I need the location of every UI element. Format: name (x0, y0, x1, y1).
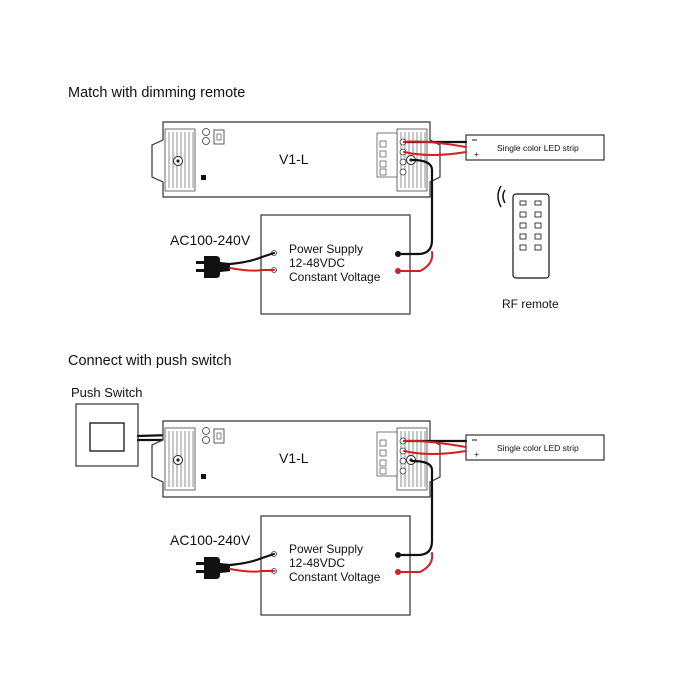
power-supply (260, 214, 411, 315)
power-supply-line3: Constant Voltage (289, 570, 381, 584)
push-switch-label: Push Switch (71, 385, 143, 400)
power-plug-icon (196, 557, 230, 579)
push-switch-icon (75, 403, 139, 467)
power-supply-line2: 12-48VDC (289, 256, 345, 270)
power-supply-line2: 12-48VDC (289, 556, 345, 570)
power-supply-line1: Power Supply (289, 242, 363, 256)
section1-heading: Match with dimming remote (68, 85, 245, 101)
controller-unit (151, 121, 441, 198)
power-supply-line3: Constant Voltage (289, 270, 381, 284)
ac-input-label: AC100-240V (170, 232, 251, 248)
ac-input-label: AC100-240V (170, 532, 251, 548)
led-strip-plus: + (474, 449, 479, 459)
controller-label: V1-L (279, 450, 309, 466)
power-supply-line1: Power Supply (289, 542, 363, 556)
led-strip: + (465, 434, 605, 461)
led-strip-label: Single color LED strip (497, 143, 579, 153)
rf-remote-icon (497, 185, 550, 279)
section2-heading: Connect with push switch (68, 353, 232, 369)
led-strip-label: Single color LED strip (497, 443, 579, 453)
controller-label: V1-L (279, 151, 309, 167)
led-strip-plus: + (474, 149, 479, 159)
rf-remote-label: RF remote (502, 297, 559, 311)
power-plug-icon (196, 256, 230, 278)
power-supply (260, 515, 411, 616)
